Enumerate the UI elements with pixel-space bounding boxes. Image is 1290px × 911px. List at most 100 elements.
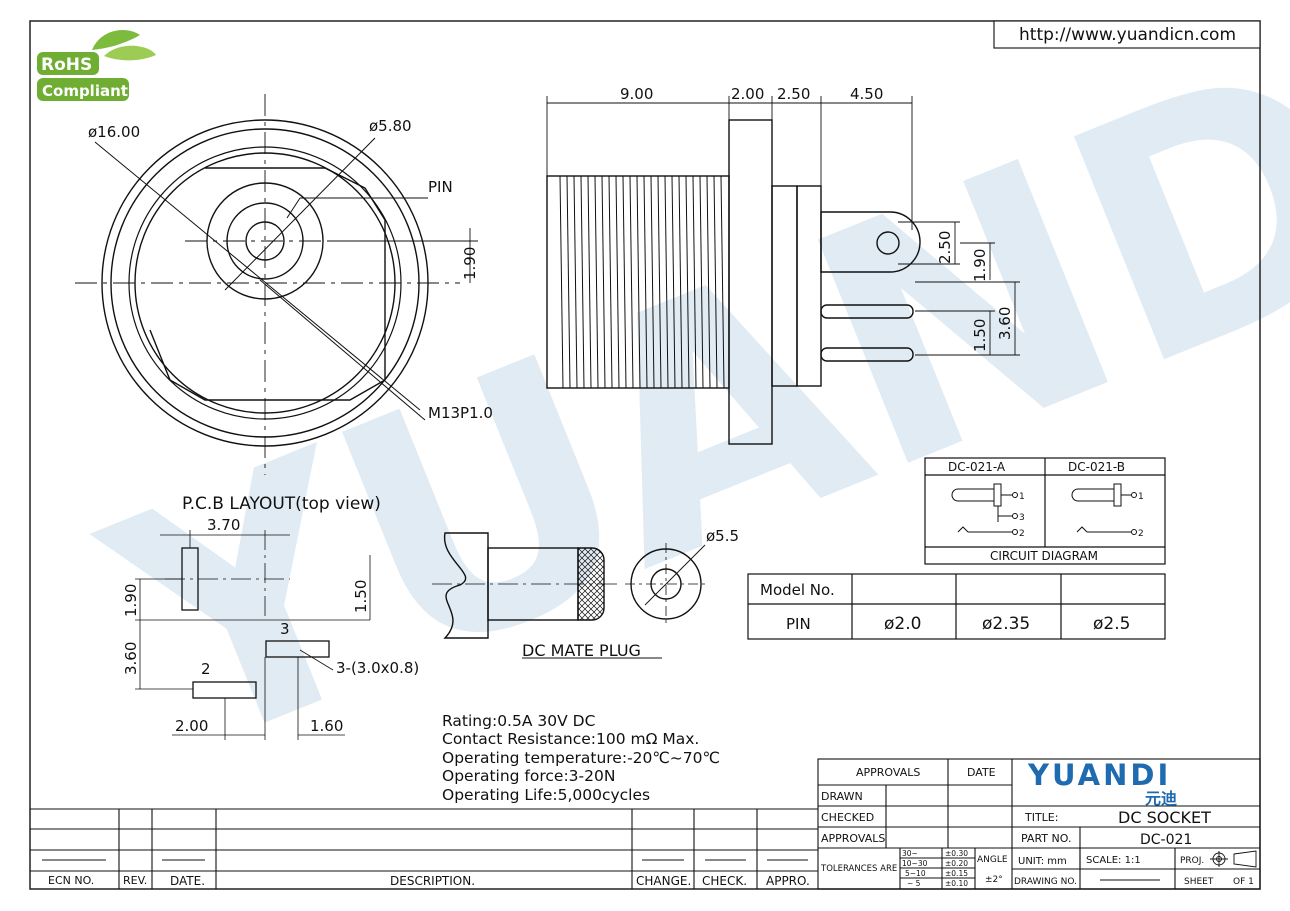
pcb-dim-200: 2.00 [175,717,208,735]
pcb-pad-3: 3 [280,620,290,638]
tb-title: DC SOCKET [1118,808,1211,827]
model-table-header-0: Model No. [760,581,835,599]
tb-part-no: DC-021 [1140,832,1192,848]
thread-line [601,175,606,389]
circuit-col-b: DC-021-B [1068,460,1125,474]
circuit-col-a: DC-021-A [948,460,1006,474]
circuit-diagram-box [924,457,1166,565]
dim-side-900: 9.00 [620,85,653,103]
tb-date-head: DATE [967,766,996,779]
rev-date: DATE. [170,874,205,888]
pcb-dim-160: 1.60 [310,717,343,735]
tb-drawn: DRAWN [821,790,863,803]
pcb-dim-370: 3.70 [207,516,240,534]
model-table-v2: ø2.35 [982,614,1030,634]
dim-side-150-v: 1.50 [971,319,989,352]
thread-line [566,175,571,389]
projection-symbol-icon [1210,850,1257,868]
mate-plug [432,532,708,659]
thread-line [615,175,620,389]
pcb-dim-360: 3.60 [122,642,140,675]
model-table-v3: ø2.5 [1093,614,1130,634]
thread-line [671,175,676,389]
rohs-top-text: RoHS [41,55,92,75]
dim-side-200: 2.00 [731,85,764,103]
thread-line [580,175,585,389]
rohs-logo: RoHS Compliant [37,30,156,101]
thread-line [657,175,662,389]
sheet-border [29,20,1261,890]
dim-dia-inner: ø5.80 [369,117,412,135]
tb-tol-val-0: ±0.30 [945,849,968,858]
thread-line [664,175,669,389]
tb-tol-val-3: ±0.10 [945,879,968,888]
watermark: YUANDI [63,0,1290,830]
thread-label: M13P1.0 [428,404,493,422]
pin-label: PIN [428,178,453,196]
specs: Rating:0.5A 30V DC Contact Resistance:10… [442,712,720,804]
rev-appro: APPRO. [766,874,810,888]
mate-plug-dia: ø5.5 [706,527,739,545]
thread-line [720,175,725,389]
tb-sheet-of: OF 1 [1233,877,1254,887]
tb-approvals: APPROVALS [821,832,885,845]
tb-angle-val: ±2° [985,875,1003,885]
spec-line: Rating:0.5A 30V DC [442,712,595,730]
pcb-slot-note: 3-(3.0x0.8) [336,659,419,677]
dim-front-190: 1.90 [461,247,479,280]
thread-line [643,175,648,389]
tb-sheet: SHEET [1184,877,1214,887]
rohs-bottom-text: Compliant [42,82,128,100]
model-table [747,573,1166,640]
circuit-a-n1: 1 [1019,492,1025,502]
circuit-a-n3: 3 [1019,513,1025,523]
rev-check: CHECK. [702,874,747,888]
thread-line [678,175,683,389]
thread-line [608,175,613,389]
tb-tol-range-1: 10~30 [902,859,928,868]
dim-side-250-v: 2.50 [936,231,954,264]
tb-part-label: PART NO. [1021,832,1071,845]
tb-unit: UNIT: mm [1018,856,1067,867]
thread-line [629,175,634,389]
title-block [817,758,1261,890]
url-box [993,20,1261,49]
thread-line [699,175,704,389]
thread-line [573,175,578,389]
tb-angle: ANGLE [977,855,1008,865]
thread-line [685,175,690,389]
side-view [546,96,1020,445]
pcb-layout [135,530,371,740]
tb-tol-val-1: ±0.20 [945,859,968,868]
pcb-title: P.C.B LAYOUT(top view) [182,494,381,514]
front-view [75,94,478,475]
tb-title-label: TITLE: [1024,811,1058,824]
thread-line [594,175,599,389]
rev-ecn: ECN NO. [48,874,94,887]
brand-text: YUANDI [1027,758,1171,792]
model-table-v1: ø2.0 [884,614,921,634]
circuit-a-n2: 2 [1019,529,1025,539]
tb-drawing-no: DRAWING NO. [1014,877,1077,887]
mate-plug-label: DC MATE PLUG [522,641,641,660]
thread-line [650,175,655,389]
dim-side-190-v: 1.90 [971,249,989,282]
pcb-dim-190: 1.90 [122,584,140,617]
circuit-b-n1: 1 [1138,492,1144,502]
brand-logo: YUANDI 元迪 [1027,758,1177,808]
tb-tol-range-0: 30~ [902,849,918,858]
model-table-pin: PIN [786,615,811,633]
spec-line: Contact Resistance:100 mΩ Max. [442,730,699,748]
brand-cn-text: 元迪 [1145,789,1177,808]
tb-proj: PROJ. [1180,856,1204,866]
rev-description: DESCRIPTION. [390,874,475,888]
spec-line: Operating Life:5,000cycles [442,786,650,804]
thread-line [706,175,711,389]
thread-line [559,175,564,389]
thread-line [622,175,627,389]
rev-rev: REV. [123,874,147,887]
watermark-text: YUANDI [63,0,1290,830]
tb-checked: CHECKED [821,811,874,824]
rev-change: CHANGE. [636,874,691,888]
